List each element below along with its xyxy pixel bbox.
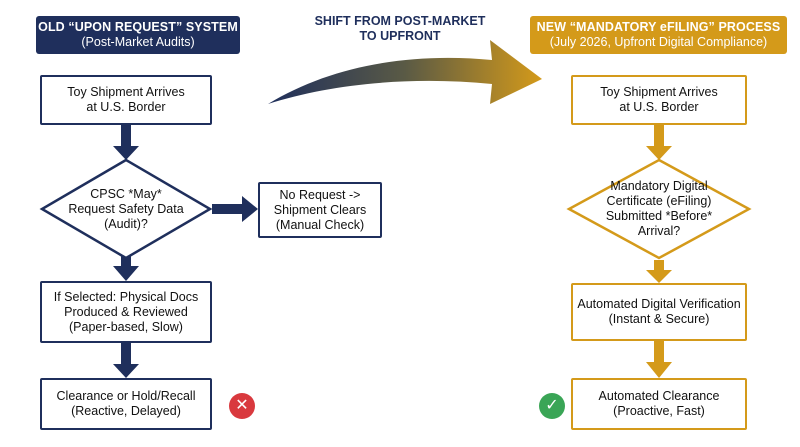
new-decision-line3: Submitted *Before* xyxy=(605,209,713,223)
new-verification-box: Automated Digital Verification (Instant … xyxy=(571,283,747,341)
shift-label-line1: SHIFT FROM POST-MARKET xyxy=(314,14,486,28)
new-arrives-line2: at U.S. Border xyxy=(619,100,699,114)
old-selected-line2: Produced & Reviewed xyxy=(64,304,188,319)
old-selected-line1: If Selected: Physical Docs xyxy=(53,289,199,304)
old-outcome-line1: Clearance or Hold/Recall xyxy=(56,389,196,403)
old-system-subtitle: (Post-Market Audits) xyxy=(81,35,195,49)
x-circle-icon: ✕ xyxy=(229,393,255,419)
new-outcome-line2: (Proactive, Fast) xyxy=(613,404,705,418)
new-connectors xyxy=(646,124,672,378)
shift-label-line2: TO UPFRONT xyxy=(359,29,441,43)
new-decision-line2: Certificate (eFiling) xyxy=(606,194,712,208)
new-arrives-line1: Toy Shipment Arrives xyxy=(600,85,718,99)
new-decision-text: Mandatory Digital Certificate (eFiling) … xyxy=(589,179,729,239)
old-decision-diamond xyxy=(39,158,213,260)
new-process-header: NEW “MANDATORY eFILING” PROCESS (July 20… xyxy=(530,16,787,54)
shift-arrow xyxy=(268,40,542,104)
old-arrives-line2: at U.S. Border xyxy=(86,100,166,114)
old-decision-line1: CPSC *May* xyxy=(90,186,162,201)
old-no-request-line3: (Manual Check) xyxy=(275,217,365,232)
new-arrives-box: Toy Shipment Arrives at U.S. Border xyxy=(571,75,747,125)
old-outcome-line2: (Reactive, Delayed) xyxy=(71,404,181,418)
new-verification-line1: Automated Digital Verification xyxy=(577,297,741,311)
new-outcome-line1: Automated Clearance xyxy=(598,389,720,403)
old-outcome-box: Clearance or Hold/Recall (Reactive, Dela… xyxy=(40,378,212,430)
old-selected-box: If Selected: Physical Docs Produced & Re… xyxy=(40,281,212,343)
new-process-title: NEW “MANDATORY eFILING” PROCESS xyxy=(536,20,781,34)
shift-label: SHIFT FROM POST-MARKET TO UPFRONT xyxy=(292,14,508,44)
old-selected-line3: (Paper-based, Slow) xyxy=(69,319,183,334)
new-outcome-box: Automated Clearance (Proactive, Fast) xyxy=(571,378,747,430)
old-no-request-box: No Request -> Shipment Clears (Manual Ch… xyxy=(258,182,382,238)
new-decision-diamond xyxy=(566,158,752,260)
new-process-subtitle: (July 2026, Upfront Digital Compliance) xyxy=(549,35,768,49)
new-decision-line4: Arrival? xyxy=(637,224,681,238)
old-system-title: OLD “UPON REQUEST” SYSTEM xyxy=(38,20,238,34)
old-arrives-line1: Toy Shipment Arrives xyxy=(67,85,185,99)
old-decision-text: CPSC *May* Request Safety Data (Audit)? xyxy=(56,182,196,236)
new-decision-line1: Mandatory Digital xyxy=(610,179,708,193)
old-no-request-line1: No Request -> xyxy=(279,187,361,202)
old-system-header: OLD “UPON REQUEST” SYSTEM (Post-Market A… xyxy=(36,16,240,54)
old-decision-line3: (Audit)? xyxy=(104,216,148,231)
check-circle-icon: ✓ xyxy=(539,393,565,419)
old-decision-line2: Request Safety Data xyxy=(68,201,184,216)
old-arrives-box: Toy Shipment Arrives at U.S. Border xyxy=(40,75,212,125)
old-no-request-line2: Shipment Clears xyxy=(273,202,367,217)
new-verification-line2: (Instant & Secure) xyxy=(608,312,710,326)
